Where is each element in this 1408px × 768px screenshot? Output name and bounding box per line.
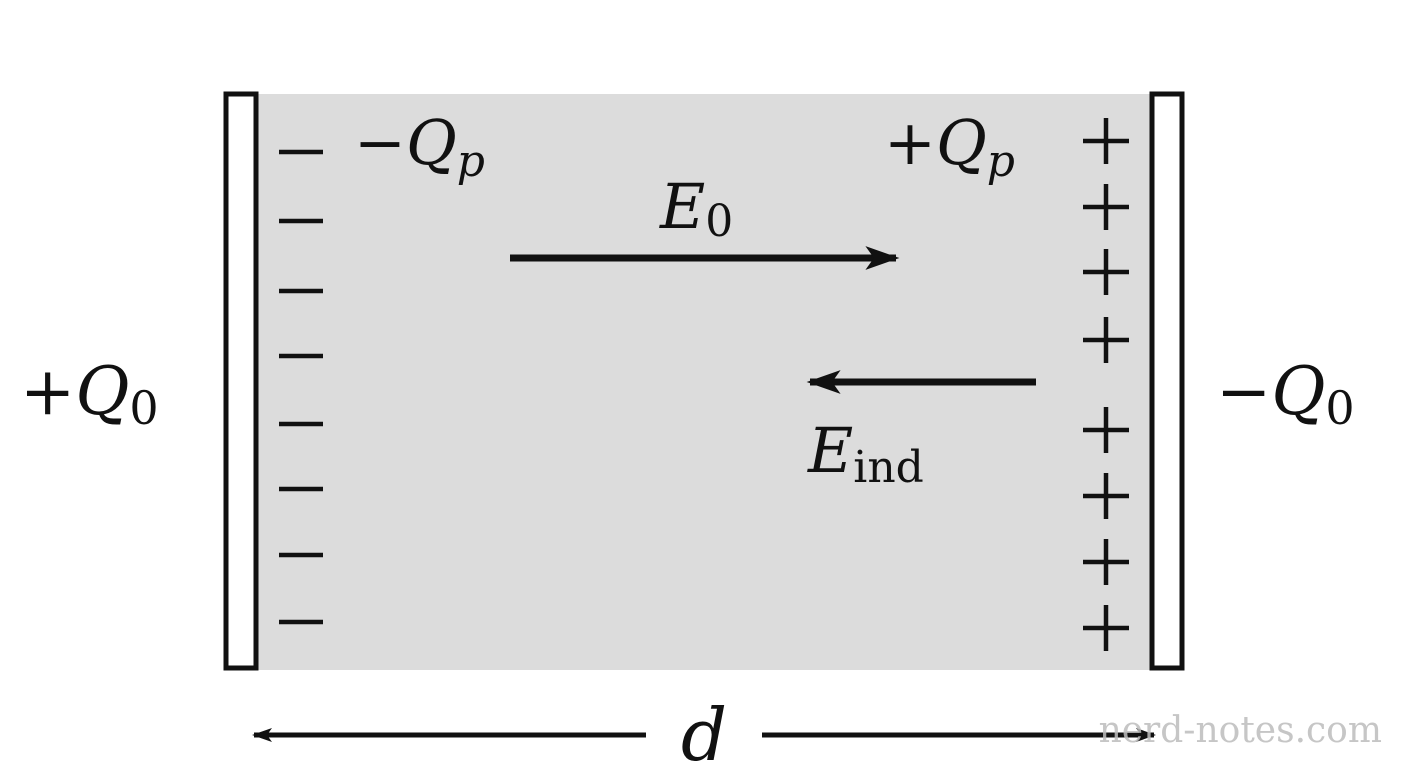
positive-charge-mark xyxy=(1083,473,1129,519)
right-surface-charges xyxy=(1083,118,1129,651)
right-plate-charge-symbol: Q xyxy=(1271,353,1325,430)
applied-field-label: E0 xyxy=(659,170,733,247)
applied-field-sub: 0 xyxy=(705,196,733,247)
applied-field-symbol: E xyxy=(659,170,705,243)
left-plate-charge-sub: 0 xyxy=(129,381,158,435)
right-plate xyxy=(1149,91,1185,671)
left-plate-charge-label: +Q0 xyxy=(20,353,159,435)
right-induced-charge-sub: p xyxy=(987,136,1015,187)
positive-charge-mark xyxy=(1083,407,1129,453)
right-plate-charge-sign: − xyxy=(1216,353,1271,430)
positive-charge-mark xyxy=(1083,317,1129,363)
left-plate-charge-symbol: Q xyxy=(75,353,129,430)
left-induced-charge-symbol: Q xyxy=(406,106,457,179)
induced-field-symbol: E xyxy=(807,414,853,487)
left-surface-charges xyxy=(279,149,323,625)
induced-field-label: Eind xyxy=(807,414,924,493)
right-induced-charge-symbol: Q xyxy=(936,106,987,179)
positive-charge-mark xyxy=(1083,118,1129,164)
left-plate-charge-sign: + xyxy=(20,353,75,430)
right-induced-charge-sign: + xyxy=(884,106,936,179)
positive-charge-mark xyxy=(1083,539,1129,585)
positive-charge-mark xyxy=(1083,605,1129,651)
watermark-text: nerd-notes.com xyxy=(1099,710,1382,751)
positive-charge-mark xyxy=(1083,184,1129,230)
right-plate-charge-label: −Q0 xyxy=(1216,353,1355,435)
left-induced-charge-label: −Qp xyxy=(354,106,485,187)
left-plate xyxy=(223,91,259,671)
separation-label: d xyxy=(681,693,727,768)
right-plate-charge-sub: 0 xyxy=(1325,381,1354,435)
positive-charge-mark xyxy=(1083,249,1129,295)
left-induced-charge-sub: p xyxy=(457,136,485,187)
left-induced-charge-sign: − xyxy=(354,106,406,179)
right-induced-charge-label: +Qp xyxy=(884,106,1015,187)
induced-field-sub: ind xyxy=(853,442,924,493)
